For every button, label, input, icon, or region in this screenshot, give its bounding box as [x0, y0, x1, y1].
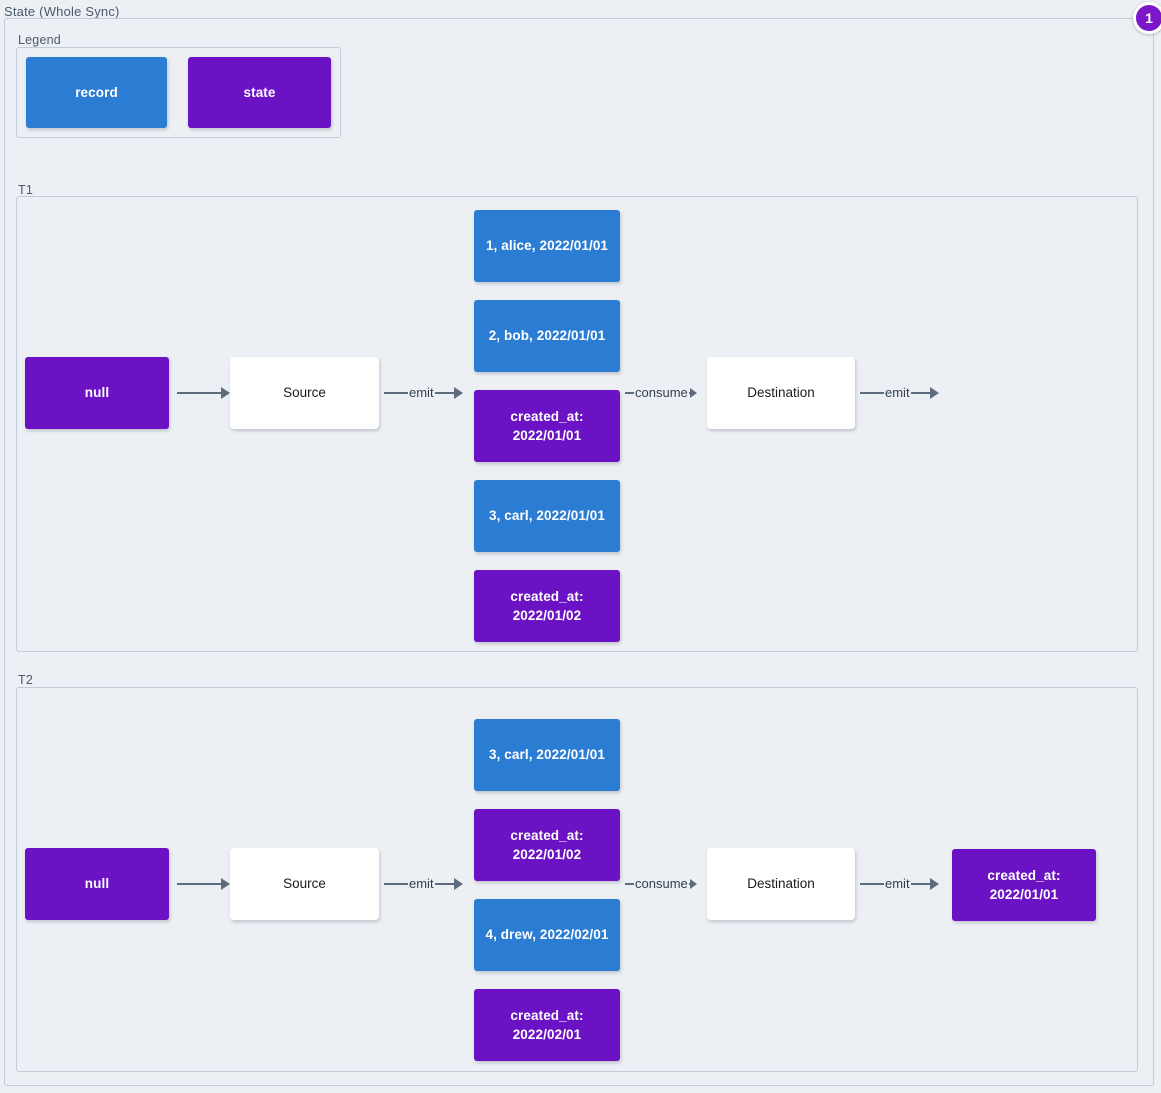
- legend-label: Legend: [18, 33, 61, 47]
- t2-consume-label: consume: [635, 875, 688, 891]
- group-frame-t1: [16, 196, 1138, 652]
- t2-stream-item-4: created_at: 2022/02/01: [474, 989, 620, 1061]
- t1-stream-item-2: 2, bob, 2022/01/01: [474, 300, 620, 372]
- legend-swatch-record: record: [26, 57, 167, 128]
- t2-source-node: Source: [230, 848, 379, 920]
- group-label-t1: T1: [18, 183, 33, 197]
- t2-arrow-emit-destination: emit: [860, 877, 939, 891]
- legend-swatch-state: state: [188, 57, 331, 128]
- t2-initial-state: null: [25, 848, 169, 920]
- t1-stream-item-3: created_at: 2022/01/01: [474, 390, 620, 462]
- t2-destination-node: Destination: [707, 848, 855, 920]
- legend-frame: [16, 47, 341, 138]
- group-frame-t2: [16, 687, 1138, 1072]
- t1-stream-item-4: 3, carl, 2022/01/01: [474, 480, 620, 552]
- t1-destination-node: Destination: [707, 357, 855, 429]
- arrow-head-icon: [221, 387, 230, 399]
- arrow-head-icon: [929, 387, 939, 399]
- arrow-line: [177, 882, 222, 886]
- arrow-line: [434, 882, 455, 886]
- t1-emit-label-2: emit: [885, 384, 910, 400]
- arrow-head-icon: [453, 878, 463, 890]
- arrow-head-icon: [689, 879, 697, 889]
- arrow-line: [384, 882, 408, 886]
- t2-arrow-state-to-source: [177, 877, 230, 891]
- arrow-line: [860, 391, 884, 395]
- t1-arrow-consume: consume: [625, 386, 697, 400]
- page-title: State (Whole Sync): [4, 4, 120, 19]
- t1-emit-label-1: emit: [409, 384, 434, 400]
- outer-frame: [4, 18, 1154, 1086]
- arrow-head-icon: [453, 387, 463, 399]
- t2-emit-label-2: emit: [885, 875, 910, 891]
- t2-arrow-emit-source: emit: [384, 877, 463, 891]
- arrow-line: [625, 391, 634, 395]
- t2-final-state: created_at: 2022/01/01: [952, 849, 1096, 921]
- t1-arrow-state-to-source: [177, 386, 230, 400]
- group-label-t2: T2: [18, 673, 33, 687]
- arrow-head-icon: [929, 878, 939, 890]
- arrow-head-icon: [689, 388, 697, 398]
- t1-stream-item-5: created_at: 2022/01/02: [474, 570, 620, 642]
- t2-arrow-consume: consume: [625, 877, 697, 891]
- arrow-line: [910, 391, 931, 395]
- t1-initial-state: null: [25, 357, 169, 429]
- arrow-line: [625, 882, 634, 886]
- t2-stream-item-2: created_at: 2022/01/02: [474, 809, 620, 881]
- step-badge[interactable]: 1: [1133, 2, 1161, 34]
- t1-stream-item-1: 1, alice, 2022/01/01: [474, 210, 620, 282]
- t1-arrow-emit-destination: emit: [860, 386, 939, 400]
- arrow-line: [434, 391, 455, 395]
- t2-emit-label-1: emit: [409, 875, 434, 891]
- arrow-line: [910, 882, 931, 886]
- t1-arrow-emit-source: emit: [384, 386, 463, 400]
- t2-stream-item-3: 4, drew, 2022/02/01: [474, 899, 620, 971]
- arrow-head-icon: [221, 878, 230, 890]
- arrow-line: [384, 391, 408, 395]
- arrow-line: [860, 882, 884, 886]
- t1-consume-label: consume: [635, 384, 688, 400]
- arrow-line: [177, 391, 222, 395]
- t2-stream-item-1: 3, carl, 2022/01/01: [474, 719, 620, 791]
- t1-source-node: Source: [230, 357, 379, 429]
